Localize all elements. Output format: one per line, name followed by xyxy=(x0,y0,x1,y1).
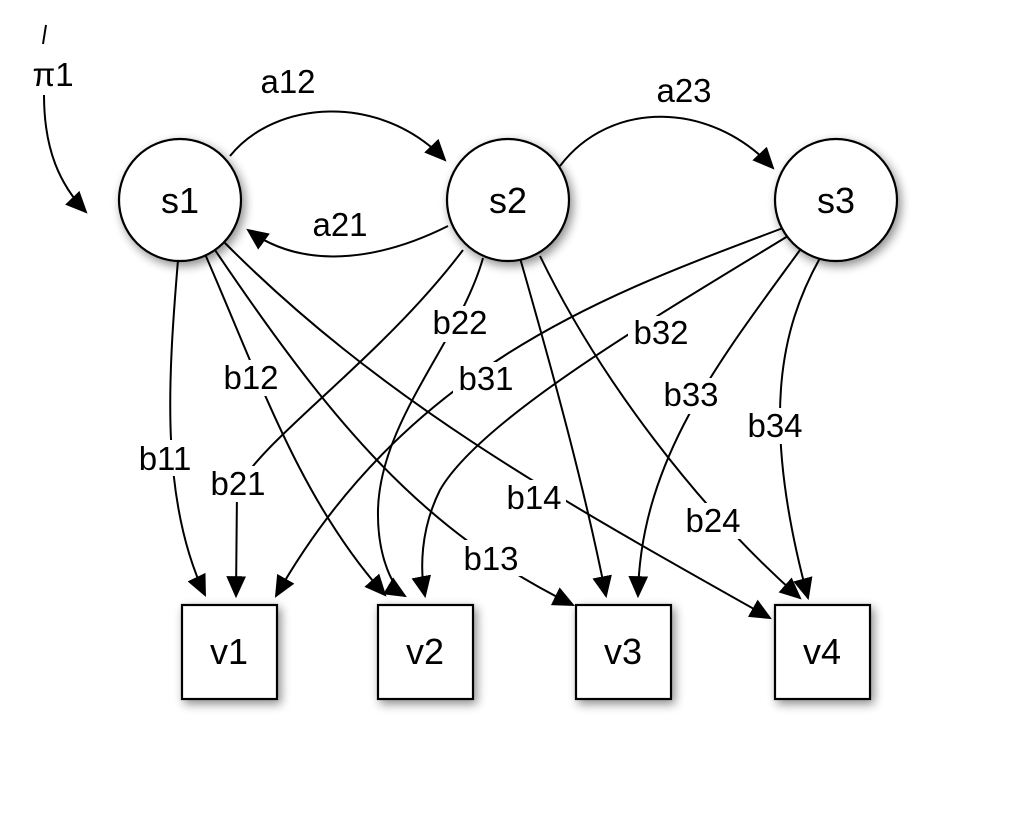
label-b34: b34 xyxy=(747,407,802,444)
edge-b23 xyxy=(519,257,612,599)
observation-node-v1: v1 xyxy=(180,603,279,701)
observation-node-v3: v3 xyxy=(574,603,673,701)
edge-labels: a12 a21 a23 b11 b12 b13 b14 b21 b22 b24 … xyxy=(133,63,808,577)
observation-label-v3: v3 xyxy=(604,631,642,672)
state-nodes: s1 s2 s3 xyxy=(117,137,899,263)
label-b11: b11 xyxy=(139,440,192,477)
state-label-s1: s1 xyxy=(161,180,199,221)
label-bg-b21 xyxy=(205,466,271,502)
label-a12: a12 xyxy=(260,63,315,100)
observation-box-v1 xyxy=(180,603,279,701)
label-bg-b34 xyxy=(742,408,808,444)
edge-a12 xyxy=(229,110,447,162)
label-b24: b24 xyxy=(685,502,740,539)
edge-b24 xyxy=(539,255,802,600)
edge-b21 xyxy=(226,249,464,599)
state-node-s2: s2 xyxy=(445,137,571,263)
observation-node-v2: v2 xyxy=(376,603,475,701)
observation-nodes: v1 v2 v3 v4 xyxy=(180,603,872,701)
label-b21: b21 xyxy=(210,465,265,502)
label-a21: a21 xyxy=(312,206,367,243)
observation-box-v4 xyxy=(773,603,872,701)
label-bg-b11 xyxy=(133,440,199,476)
label-bg-b33 xyxy=(658,378,724,414)
initial-label: π1 xyxy=(32,56,73,93)
state-circle-s3 xyxy=(773,137,899,263)
label-bg-b14 xyxy=(500,480,566,516)
label-b14: b14 xyxy=(506,479,561,516)
initial-arrow-line xyxy=(43,94,88,214)
label-b32: b32 xyxy=(633,314,688,351)
initial-arrow: π1 xyxy=(32,24,88,214)
observation-node-v4: v4 xyxy=(773,603,872,701)
label-b33: b33 xyxy=(663,376,718,413)
state-node-s1: s1 xyxy=(117,137,243,263)
label-bg-b31 xyxy=(453,362,519,398)
label-bg-b13 xyxy=(458,540,524,576)
state-label-s2: s2 xyxy=(489,180,527,221)
label-bg-b32 xyxy=(628,316,694,352)
label-b12: b12 xyxy=(223,359,278,396)
observation-label-v1: v1 xyxy=(210,631,248,672)
label-b31: b31 xyxy=(458,360,513,397)
state-circle-s2 xyxy=(445,137,571,263)
edge-b11 xyxy=(169,259,206,597)
label-b13: b13 xyxy=(463,540,518,577)
state-circle-s1 xyxy=(117,137,243,263)
label-a23: a23 xyxy=(656,72,711,109)
observation-label-v4: v4 xyxy=(803,631,841,672)
label-bg-b22 xyxy=(427,306,493,342)
edge-b14 xyxy=(221,239,772,620)
label-b22: b22 xyxy=(432,304,487,341)
observation-box-v3 xyxy=(574,603,673,701)
label-bg-b12 xyxy=(218,360,284,396)
observation-box-v2 xyxy=(376,603,475,701)
edge-b12 xyxy=(204,253,387,597)
label-bg-b24 xyxy=(680,503,746,539)
initial-tick xyxy=(42,24,47,45)
edge-a23 xyxy=(559,115,775,170)
state-label-s3: s3 xyxy=(817,180,855,221)
transitions xyxy=(229,110,775,258)
edge-a21 xyxy=(246,225,449,258)
edge-b34 xyxy=(778,257,821,601)
observation-label-v2: v2 xyxy=(406,631,444,672)
state-node-s3: s3 xyxy=(773,137,899,263)
edge-b32 xyxy=(411,235,789,599)
edge-b31 xyxy=(274,227,784,598)
